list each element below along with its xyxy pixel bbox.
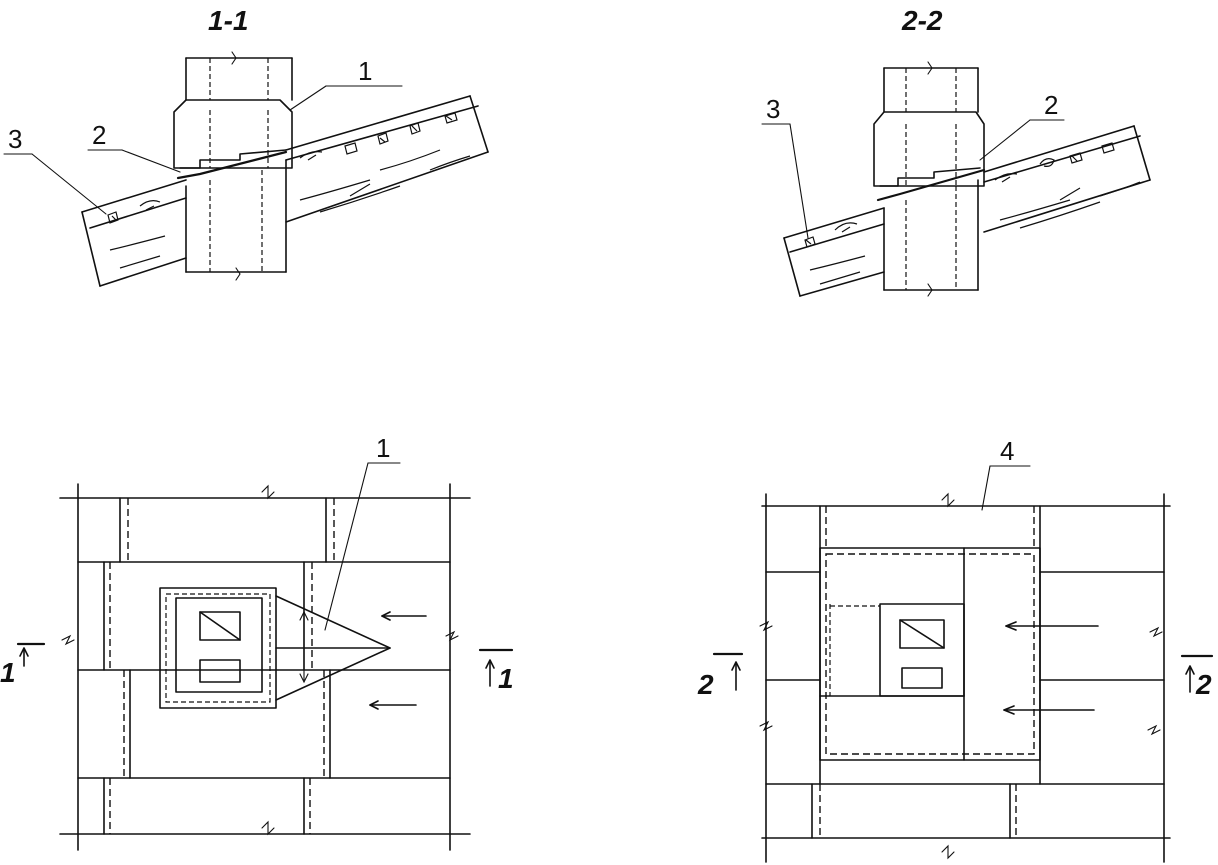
label-4-plan-2: 4 (1000, 436, 1014, 466)
svg-text:2: 2 (697, 669, 714, 700)
chimney-1-1 (173, 51, 293, 281)
flow-arrows-plan-1 (369, 611, 427, 710)
break-mark-top (261, 484, 275, 500)
svg-text:1: 1 (0, 657, 16, 688)
break-mark-bottom-2 (941, 844, 955, 860)
label-3-section-1: 3 (8, 124, 22, 154)
label-2-section-2: 2 (1044, 90, 1058, 120)
callouts-2-2: 2 3 (761, 90, 1065, 239)
svg-text:1: 1 (498, 663, 514, 694)
section-mark-1-right: 1 (478, 648, 514, 694)
chimney-plan-2 (879, 603, 965, 697)
break-mark-bottom (261, 820, 275, 836)
section-mark-1-left: 1 (0, 642, 46, 688)
section-mark-2-right: 2 (1180, 654, 1214, 700)
callouts-1-1: 1 2 3 (3, 56, 403, 215)
plan-view-2: 4 2 2 (697, 436, 1214, 863)
section-1-1-title: 1-1 (208, 5, 248, 36)
svg-text:2: 2 (1195, 669, 1212, 700)
plan-view-1: 1 1 1 (0, 433, 514, 851)
apron-plan-2 (819, 547, 1041, 761)
chimney-plan-1 (159, 587, 391, 709)
section-1-1-view: 1-1 (3, 5, 489, 287)
roof-layers-1-1 (81, 95, 489, 287)
label-2-section-1: 2 (92, 120, 106, 150)
chimney-2-2 (873, 61, 986, 297)
label-1-section-1: 1 (358, 56, 372, 86)
break-mark-top-2 (941, 492, 955, 508)
break-mark-left (61, 634, 75, 646)
label-1-plan-1: 1 (376, 433, 390, 463)
break-mark-right (445, 630, 459, 642)
label-3-section-2: 3 (766, 94, 780, 124)
section-mark-2-left: 2 (697, 652, 744, 700)
section-2-2-view: 2-2 (761, 5, 1151, 297)
section-2-2-title: 2-2 (901, 5, 943, 36)
roof-layers-2-2 (783, 125, 1151, 297)
flow-arrows-plan-2 (1003, 621, 1099, 715)
